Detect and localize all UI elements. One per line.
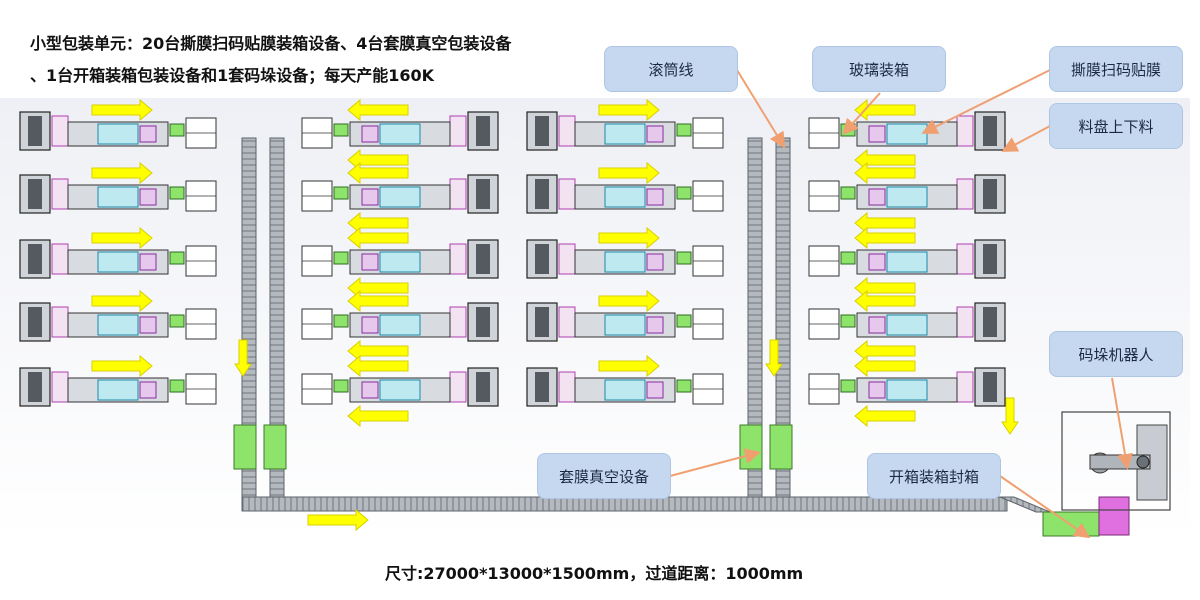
leader-roller-line bbox=[736, 69, 786, 149]
packing-machine-1-5 bbox=[19, 367, 217, 407]
leader-stacking-robot bbox=[1111, 377, 1133, 470]
flow-arrow-bottom-4-4 bbox=[854, 339, 916, 363]
flow-arrow-top-4-4 bbox=[854, 289, 916, 313]
flow-arrow-top-1-5 bbox=[91, 354, 153, 378]
leader-vacuum-pack bbox=[669, 448, 761, 477]
flow-arrow-bottom-conveyor bbox=[307, 508, 369, 532]
flow-arrow-bottom-2-4 bbox=[347, 339, 409, 363]
flow-arrow-top-1-1 bbox=[91, 98, 153, 122]
flow-arrow-top-4-5 bbox=[854, 354, 916, 378]
leader-case-open-seal bbox=[999, 475, 1091, 539]
packing-machine-1-4 bbox=[19, 302, 217, 342]
callout-glass-boxing: 玻璃装箱 bbox=[812, 46, 946, 92]
flow-arrow-top-1-4 bbox=[91, 289, 153, 313]
packing-machine-2-3 bbox=[301, 239, 499, 279]
flow-arrows bbox=[91, 98, 1019, 532]
packing-machine-4-2 bbox=[808, 174, 1006, 214]
flow-arrow-bottom-2-5 bbox=[347, 404, 409, 428]
machine-grid bbox=[19, 111, 1006, 407]
leader-glass-boxing bbox=[842, 92, 881, 135]
callout-vacuum-pack: 套膜真空设备 bbox=[537, 453, 671, 499]
flow-arrow-top-3-2 bbox=[598, 161, 660, 185]
packing-machine-2-4 bbox=[301, 302, 499, 342]
vacuum-unit-4 bbox=[769, 424, 793, 470]
flow-arrow-top-1-2 bbox=[91, 161, 153, 185]
callout-roller-line: 滚筒线 bbox=[604, 46, 738, 92]
flow-arrow-bottom-4-1 bbox=[854, 148, 916, 172]
flow-arrow-top-1-3 bbox=[91, 226, 153, 250]
callout-case-open-seal: 开箱装箱封箱 bbox=[867, 453, 1001, 499]
leader-tray-loading bbox=[1001, 125, 1051, 152]
title-line-2: 、1台开箱装箱包装设备和1套码垛设备；每天产能160K bbox=[30, 66, 435, 85]
packing-machine-1-3 bbox=[19, 239, 217, 279]
flow-arrow-bottom-4-5 bbox=[854, 404, 916, 428]
packing-machine-3-1 bbox=[526, 111, 724, 151]
leader-film-peel bbox=[921, 69, 1051, 134]
title-line-1: 小型包装单元：20台撕膜扫码贴膜装箱设备、4台套膜真空包装设备 bbox=[30, 34, 512, 53]
callout-tray-loading: 料盘上下料 bbox=[1049, 103, 1183, 149]
packing-machine-3-2 bbox=[526, 174, 724, 214]
packing-machine-3-4 bbox=[526, 302, 724, 342]
flow-arrow-down-2 bbox=[765, 339, 783, 377]
packing-machine-3-5 bbox=[526, 367, 724, 407]
flow-arrow-top-3-5 bbox=[598, 354, 660, 378]
packing-machine-4-1 bbox=[808, 111, 1006, 151]
palletizer-cell-fence bbox=[1061, 411, 1171, 511]
flow-arrow-top-3-1 bbox=[598, 98, 660, 122]
callout-stacking-robot: 码垛机器人 bbox=[1049, 331, 1183, 377]
packing-machine-1-2 bbox=[19, 174, 217, 214]
flow-arrow-bottom-4-3 bbox=[854, 276, 916, 300]
flow-arrow-top-4-2 bbox=[854, 161, 916, 185]
flow-arrow-top-2-2 bbox=[347, 161, 409, 185]
flow-arrow-bottom-2-2 bbox=[347, 211, 409, 235]
packing-machine-4-4 bbox=[808, 302, 1006, 342]
case-sealer-unit bbox=[1098, 496, 1130, 536]
flow-arrow-top-2-5 bbox=[347, 354, 409, 378]
flow-arrow-top-3-4 bbox=[598, 289, 660, 313]
packing-machine-1-1 bbox=[19, 111, 217, 151]
flow-arrow-down-3 bbox=[1001, 397, 1019, 435]
vacuum-unit-1 bbox=[233, 424, 257, 470]
packing-machine-2-5 bbox=[301, 367, 499, 407]
flow-arrow-down-1 bbox=[234, 339, 252, 377]
vacuum-unit-2 bbox=[263, 424, 287, 470]
flow-arrow-bottom-4-2 bbox=[854, 211, 916, 235]
bottom-roller-conveyor bbox=[241, 496, 1008, 512]
vacuum-unit-3 bbox=[739, 424, 763, 470]
packing-machine-2-2 bbox=[301, 174, 499, 214]
flow-arrow-top-2-3 bbox=[347, 226, 409, 250]
callout-film-peel: 撕膜扫码贴膜 bbox=[1049, 46, 1183, 92]
packing-machine-4-3 bbox=[808, 239, 1006, 279]
flow-arrow-bottom-2-3 bbox=[347, 276, 409, 300]
flow-arrow-top-2-4 bbox=[347, 289, 409, 313]
packing-machine-4-5 bbox=[808, 367, 1006, 407]
packing-machine-3-3 bbox=[526, 239, 724, 279]
flow-arrow-top-4-3 bbox=[854, 226, 916, 250]
flow-arrow-bottom-2-1 bbox=[347, 148, 409, 172]
packing-machine-2-1 bbox=[301, 111, 499, 151]
flow-arrow-top-2-1 bbox=[347, 98, 409, 122]
flow-arrow-top-3-3 bbox=[598, 226, 660, 250]
dimension-footer: 尺寸:27000*13000*1500mm，过道距离：1000mm bbox=[385, 564, 804, 583]
